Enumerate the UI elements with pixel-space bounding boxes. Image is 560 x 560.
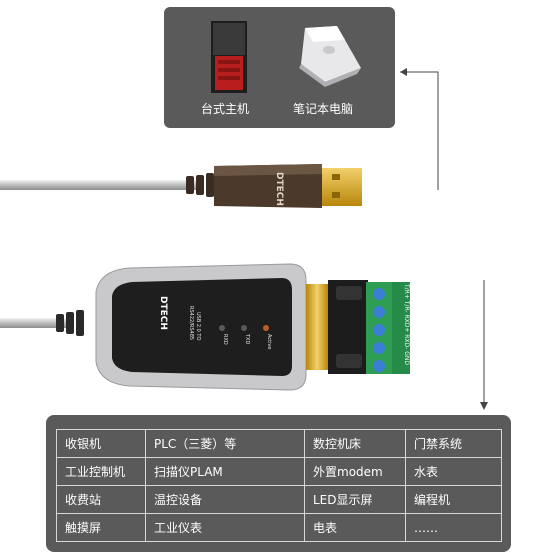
table-cell: 工业仪表 bbox=[145, 513, 305, 542]
table-cell: 电表 bbox=[304, 513, 406, 542]
connection-arrow-up bbox=[400, 68, 439, 190]
laptop-icon bbox=[299, 26, 361, 87]
usage-table: 收银机 PLC（三菱）等 数控机床 门禁系统 工业控制机 扫描仪PLAM 外置m… bbox=[56, 429, 502, 542]
table-cell: 外置modem bbox=[304, 457, 406, 486]
table-cell: 触摸屏 bbox=[56, 513, 146, 542]
usb-plug-brand: DTECH bbox=[274, 172, 284, 206]
table-cell: LED显示屏 bbox=[304, 485, 406, 514]
laptop-label: 笔记本电脑 bbox=[292, 102, 353, 116]
table-cell: 收费站 bbox=[56, 485, 146, 514]
table-cell: 收银机 bbox=[56, 429, 146, 458]
table-cell: 门禁系统 bbox=[405, 429, 502, 458]
table-cell: 工业控制机 bbox=[56, 457, 146, 486]
table-row: 收费站 温控设备 LED显示屏 编程机 bbox=[56, 485, 502, 514]
table-row: 工业控制机 扫描仪PLAM 外置modem 水表 bbox=[56, 457, 502, 486]
table-cell: 扫描仪PLAM bbox=[145, 457, 305, 486]
table-cell: PLC（三菱）等 bbox=[145, 429, 305, 458]
table-cell: 编程机 bbox=[405, 485, 502, 514]
desktop-tower-icon bbox=[211, 21, 247, 93]
adapter-model-line1: USB 2.0 TO bbox=[195, 312, 201, 341]
table-row: 触摸屏 工业仪表 电表 …… bbox=[56, 513, 502, 542]
adapter-model-line2: RS422/RS485 bbox=[188, 306, 194, 341]
table-row: 收银机 PLC（三菱）等 数控机床 门禁系统 bbox=[56, 429, 502, 458]
table-cell: 温控设备 bbox=[145, 485, 305, 514]
adapter-brand: DTECH bbox=[158, 296, 168, 330]
usb-cable bbox=[0, 164, 362, 208]
rs485-adapter bbox=[0, 263, 410, 391]
led-label-rxd: RXD bbox=[222, 334, 228, 345]
desktop-label: 台式主机 bbox=[200, 102, 249, 116]
table-cell: …… bbox=[405, 513, 502, 542]
terminal-pin-label: T/R+ T/R- RXD+ RXD- GND bbox=[403, 284, 410, 366]
table-cell: 水表 bbox=[405, 457, 502, 486]
led-label-active: Active bbox=[266, 334, 272, 350]
table-cell: 数控机床 bbox=[304, 429, 406, 458]
led-label-txd: TXD bbox=[244, 334, 250, 345]
connection-arrow-down bbox=[480, 280, 488, 410]
